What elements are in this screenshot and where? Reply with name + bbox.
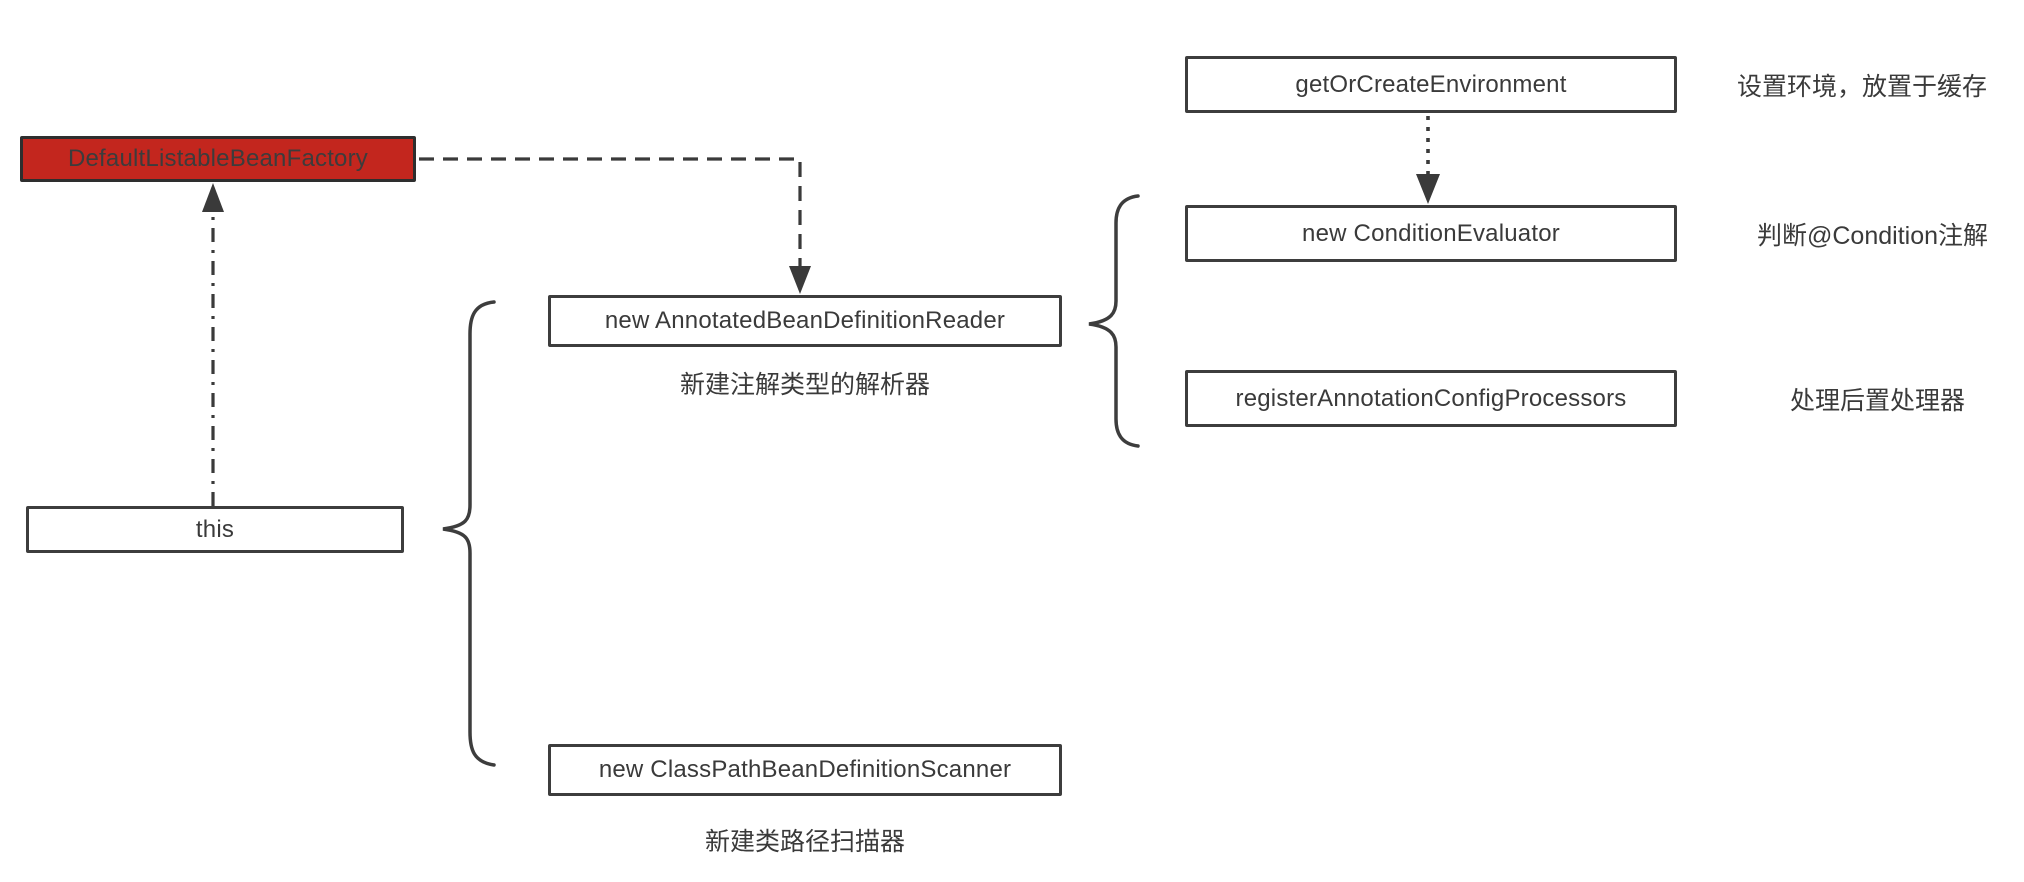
condition-evaluator-label: new ConditionEvaluator: [1302, 219, 1560, 247]
reader-label: new AnnotatedBeanDefinitionReader: [604, 307, 1006, 334]
reader-box: new AnnotatedBeanDefinitionReader: [548, 295, 1062, 347]
scanner-caption: 新建类路径扫描器: [704, 828, 906, 856]
reader-caption: 新建注解类型的解析器: [679, 371, 931, 399]
register-processors-box: registerAnnotationConfigProcessors: [1185, 370, 1677, 427]
environment-label: getOrCreateEnvironment: [1295, 70, 1567, 98]
environment-note: 设置环境，放置于缓存: [1737, 72, 1988, 101]
this-box: this: [26, 506, 404, 553]
register-processors-note: 处理后置处理器: [1790, 386, 1966, 415]
condition-evaluator-box: new ConditionEvaluator: [1185, 205, 1677, 262]
this-to-factory-arrow: [202, 183, 224, 506]
register-processors-label: registerAnnotationConfigProcessors: [1235, 384, 1627, 412]
scanner-box: new ClassPathBeanDefinitionScanner: [548, 744, 1062, 796]
factory-to-reader-arrow: [419, 157, 811, 294]
condition-evaluator-note: 判断@Condition注解: [1757, 221, 1989, 250]
factory-box: DefaultListableBeanFactory: [20, 136, 416, 182]
scanner-label: new ClassPathBeanDefinitionScanner: [598, 756, 1012, 783]
reader-children-brace: [1088, 194, 1140, 448]
factory-label: DefaultListableBeanFactory: [67, 145, 369, 172]
this-label: this: [195, 515, 235, 543]
environment-to-condition-arrow: [1416, 116, 1440, 204]
environment-box: getOrCreateEnvironment: [1185, 56, 1677, 113]
this-children-brace: [442, 300, 496, 767]
